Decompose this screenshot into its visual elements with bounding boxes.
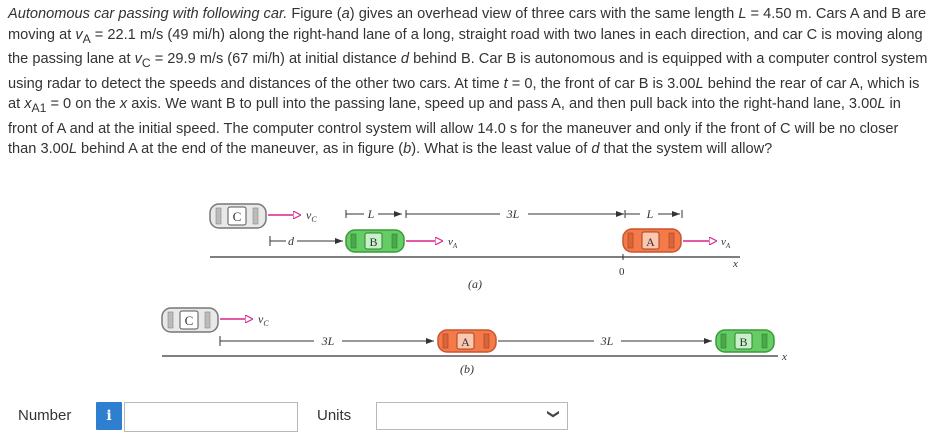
problem-text: A (82, 31, 91, 46)
car-c-icon: C (209, 203, 267, 229)
3L-label: 3L (321, 334, 335, 348)
number-label: Number (18, 407, 72, 424)
problem-text: = 29.9 m/s (67 mi/h) at initial distance (150, 51, 401, 68)
vc-label: vC (258, 312, 269, 328)
x-axis-label: x (781, 351, 787, 363)
problem-title: Autonomous car passing with following ca… (8, 6, 288, 22)
units-label: Units (317, 407, 352, 424)
problem-text: x (24, 96, 32, 113)
x-axis-label: x (732, 258, 738, 270)
problem-text: = 0 on the (46, 96, 120, 113)
figure-svg: C vC L 3L L d B vA A vA 0 x (a) (161, 203, 787, 376)
problem-text: L (68, 141, 77, 158)
problem-text: v (75, 26, 83, 43)
caption-b: (b) (460, 362, 474, 376)
car-c-label: C (233, 209, 242, 224)
problem-text: = 0, the front of car B is 3.00 (507, 75, 696, 92)
problem-text: behind the rear of car A, which is at (8, 75, 920, 113)
problem-text: behind B. Car B is autonomous and is equ… (8, 51, 928, 92)
problem-text: = 4.50 m. Cars A and B are moving at (8, 6, 927, 43)
problem-text: ). What is the least value of (411, 141, 592, 158)
problem-text: d (591, 141, 600, 158)
problem-text: axis. We want B to pull into the passing… (127, 96, 878, 113)
problem-text: behind A at the end of the maneuver, as … (77, 141, 404, 158)
d-label: d (288, 234, 295, 248)
number-input[interactable] (124, 402, 298, 432)
car-a-icon: A (622, 228, 682, 253)
problem-text: in front of A and at the initial speed. … (8, 96, 901, 158)
problem-text: a (341, 6, 350, 22)
problem-text: Figure ( (287, 6, 342, 22)
problem-text: b (403, 141, 412, 158)
3L-label: 3L (600, 334, 614, 348)
chevron-down-icon: ❯ (546, 408, 561, 420)
L-label: L (646, 207, 654, 221)
car-b-icon: B (345, 229, 405, 253)
problem-text: v (134, 51, 142, 68)
problem-text: L (738, 6, 747, 22)
problem-text: ) gives an overhead view of three cars w… (349, 6, 739, 22)
car-a-label: A (646, 235, 655, 249)
problem-text: = 22.1 m/s (49 mi/h) along the right-han… (8, 26, 923, 68)
car-a-label: A (461, 335, 470, 349)
va-label: vA (721, 236, 731, 250)
problem-text: C (141, 56, 151, 70)
problem-text: d (400, 51, 410, 68)
car-c-icon: C (161, 307, 219, 333)
problem-statement: Autonomous car passing with following ca… (8, 4, 930, 160)
problem-text: A1 (31, 101, 47, 116)
caption-a: (a) (468, 277, 482, 291)
problem-text: L (695, 75, 704, 92)
problem-text: x (119, 96, 128, 113)
figure: C vC L 3L L d B vA A vA 0 x (a) (150, 196, 800, 386)
car-b-label: B (739, 335, 747, 349)
va-label: vA (448, 236, 458, 250)
units-select[interactable]: ❯ (376, 402, 568, 430)
3L-label: 3L (506, 207, 520, 221)
answer-row: Number i Units ❯ (0, 398, 936, 434)
problem-text: that the system will allow? (599, 141, 773, 158)
car-b-label: B (369, 235, 377, 249)
car-c-label: C (185, 313, 194, 328)
L-label: L (367, 207, 375, 221)
info-icon[interactable]: i (96, 402, 122, 430)
vc-label: vC (306, 208, 317, 224)
car-a-icon: A (437, 329, 497, 353)
origin-label: 0 (619, 266, 625, 278)
problem-text: t (503, 75, 508, 92)
car-b-icon: B (715, 329, 775, 353)
problem-text: L (877, 96, 886, 113)
